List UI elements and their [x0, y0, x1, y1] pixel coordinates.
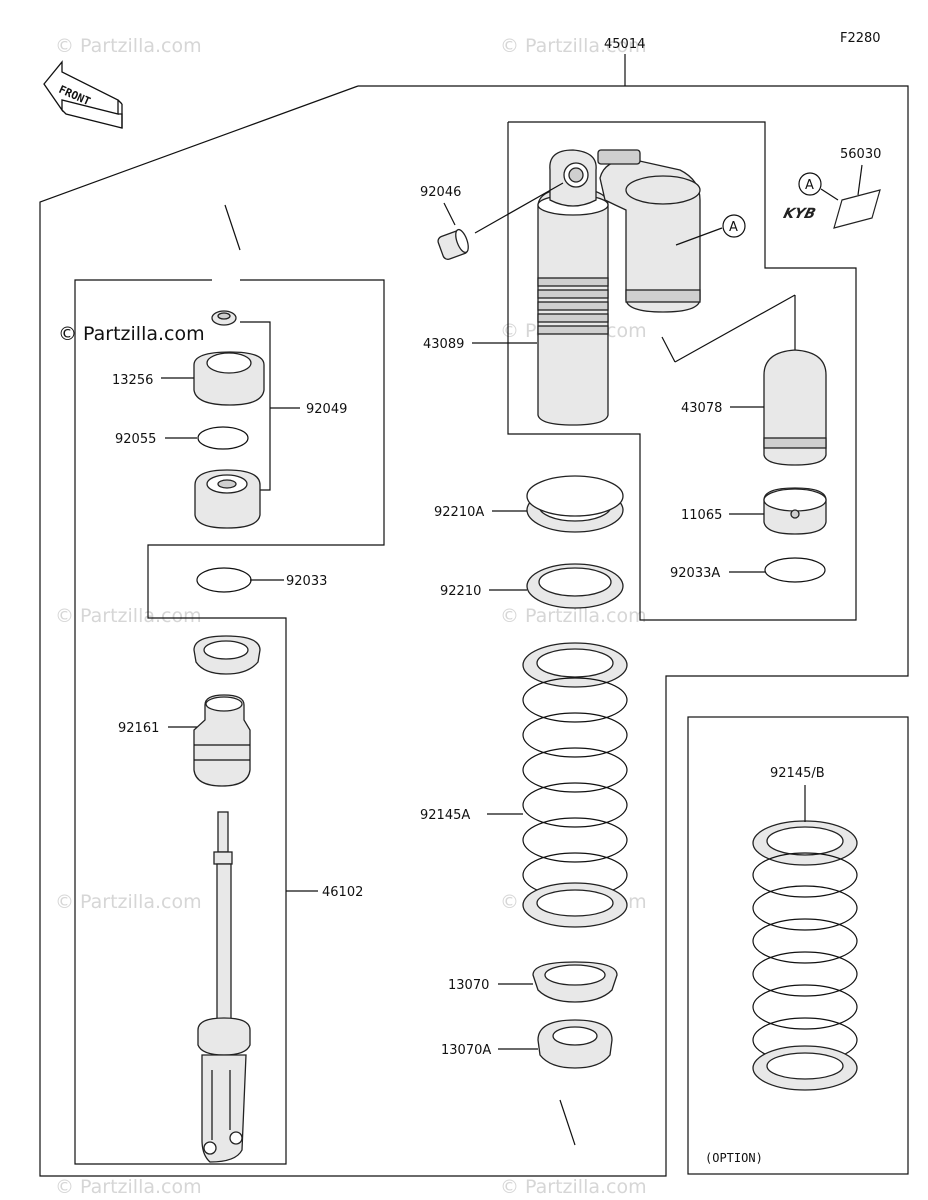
option-box: [687, 716, 909, 1175]
callout-marker: A: [805, 178, 814, 193]
part-label-92046: 92046: [420, 185, 461, 200]
seat-13070: [532, 961, 618, 1003]
assembly-outline: [39, 85, 909, 1177]
ring-92033A: [764, 557, 826, 583]
assembly-number: 45014: [604, 37, 645, 52]
part-label-92033: 92033: [286, 574, 327, 589]
part-label-92145B: 92145/B: [770, 766, 825, 781]
part-label-13256: 13256: [112, 373, 153, 388]
part-label-13070A: 13070A: [441, 1043, 491, 1058]
seat-13070A: [537, 1019, 613, 1069]
piston-group-outline: [74, 279, 385, 1165]
locknut-92210A: [526, 475, 624, 533]
part-label-11065: 11065: [681, 508, 722, 523]
figure-code: F2280: [840, 31, 881, 46]
part-label-92210: 92210: [440, 584, 481, 599]
part-label-92161: 92161: [118, 721, 159, 736]
bushing-92046: [437, 228, 469, 260]
nut-92049: [211, 310, 237, 326]
ring-92033: [196, 567, 252, 593]
copyright-label: © Partzilla.com: [58, 323, 205, 345]
front-arrow-icon: FRONT: [43, 60, 123, 129]
part-label-56030: 56030: [840, 147, 881, 162]
part-label-92145A: 92145A: [420, 808, 470, 823]
kyb-emblem: KYB: [782, 189, 881, 229]
watermark: © Partzilla.com: [500, 35, 647, 57]
spring-92145B: [752, 820, 858, 1091]
stopper-92161: [193, 694, 251, 787]
part-label-43078: 43078: [681, 401, 722, 416]
cap-11065: [763, 487, 827, 535]
watermark: © Partzilla.com: [55, 1176, 202, 1198]
option-label: (OPTION): [705, 1151, 763, 1165]
part-label-43089: 43089: [423, 337, 464, 352]
watermark: © Partzilla.com: [500, 1176, 647, 1198]
shock-body-43089: [537, 149, 701, 426]
bladder-43078: [763, 349, 827, 466]
part-label-13070: 13070: [448, 978, 489, 993]
rod-46102: [197, 811, 251, 1163]
bump-cap: [193, 635, 261, 675]
cylinder-group-outline: [507, 121, 857, 621]
part-label-92049: 92049: [306, 402, 347, 417]
callout-marker: A: [729, 220, 738, 235]
locknut-92210: [526, 563, 624, 609]
part-label-92033A: 92033A: [670, 566, 720, 581]
kyb-logo: KYB: [782, 206, 818, 222]
part-label-46102: 46102: [322, 885, 363, 900]
spring-92145A: [522, 642, 628, 928]
watermark: © Partzilla.com: [500, 605, 647, 627]
oring-92055: [197, 426, 249, 450]
bump-seat: [194, 469, 261, 529]
watermark: © Partzilla.com: [55, 605, 202, 627]
watermark: © Partzilla.com: [55, 35, 202, 57]
part-label-92210A: 92210A: [434, 505, 484, 520]
part-label-92055: 92055: [115, 432, 156, 447]
bump-13256: [193, 351, 265, 406]
watermark: © Partzilla.com: [55, 891, 202, 913]
